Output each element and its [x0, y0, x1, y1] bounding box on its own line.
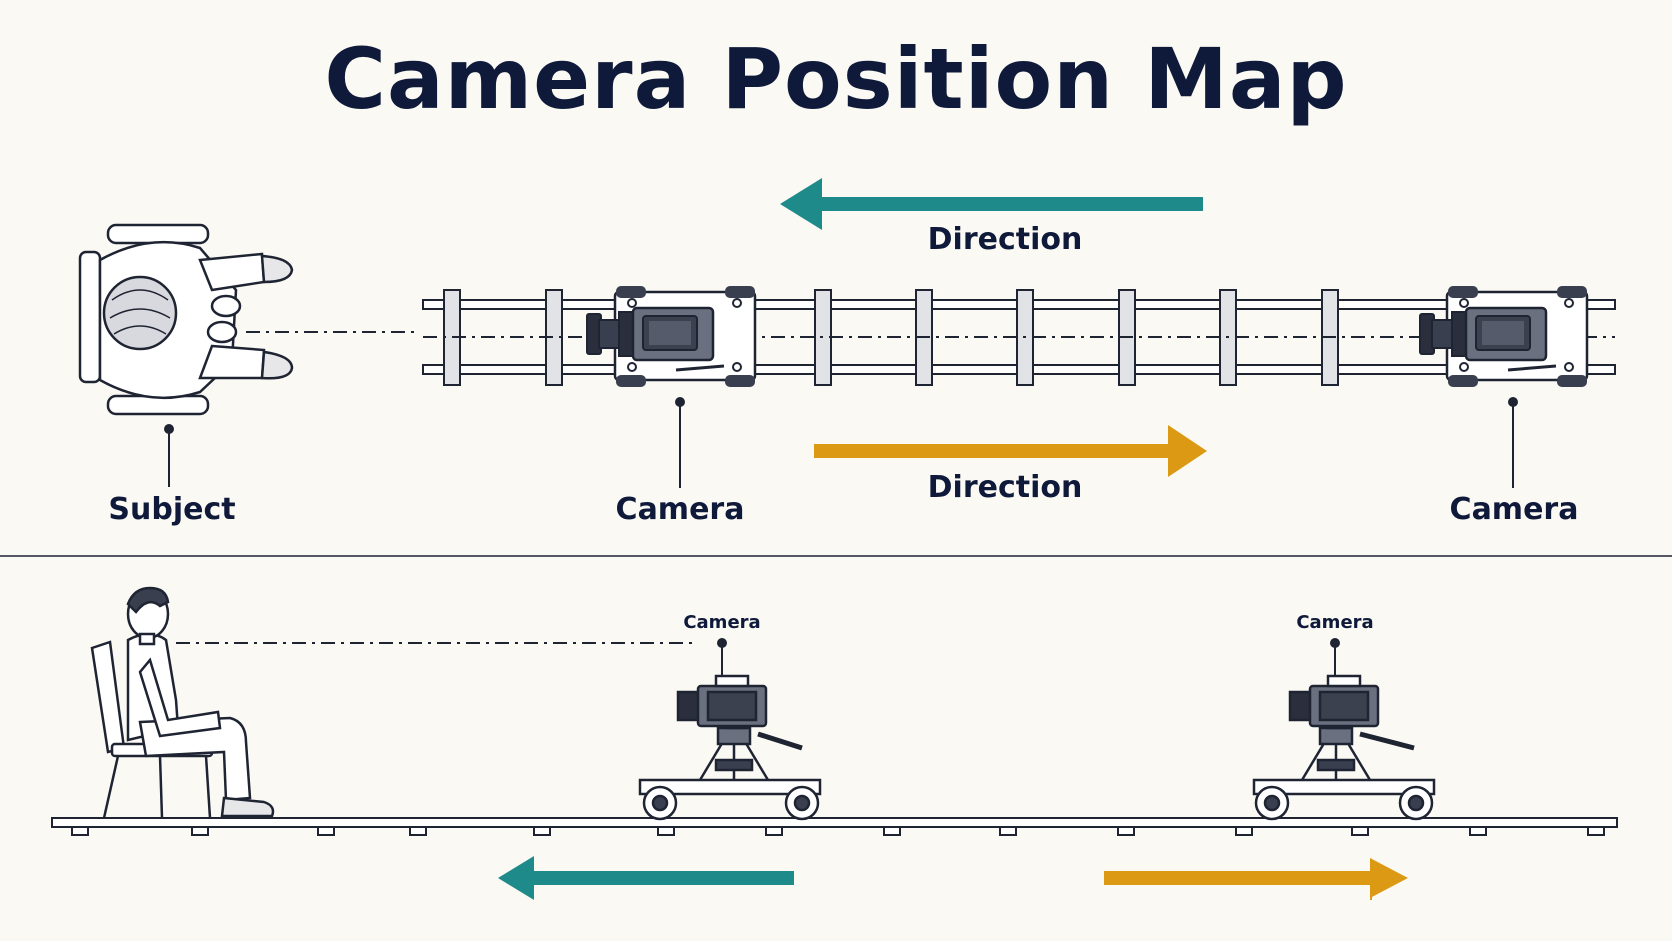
camera-label-side-right: Camera [1296, 612, 1374, 633]
camera-pointer-right [1508, 397, 1518, 488]
direction-arrow-left [780, 178, 1203, 230]
camera-dolly-side-left [638, 674, 822, 821]
camera-dolly-top-left [585, 286, 757, 387]
subject-pointer [164, 424, 174, 487]
page-title: Camera Position Map [324, 30, 1348, 128]
camera-pointer-left [675, 397, 685, 488]
subject-label: Subject [108, 492, 236, 527]
subject-top-view [78, 223, 294, 416]
track-side-view [51, 817, 1618, 836]
subject-side-view [90, 586, 275, 819]
side-direction-arrow-left [498, 856, 794, 900]
direction-label-bottom: Direction [927, 470, 1083, 505]
side-direction-arrow-right [1104, 856, 1408, 900]
camera-label-side-left: Camera [683, 612, 761, 633]
camera-pointer-side-left [717, 638, 727, 676]
camera-dolly-side-right [1252, 674, 1436, 821]
camera-label-top-right: Camera [1449, 492, 1579, 527]
direction-arrow-right [814, 425, 1207, 477]
camera-pointer-side-right [1330, 638, 1340, 676]
direction-label-top: Direction [927, 222, 1083, 257]
camera-label-top-left: Camera [615, 492, 745, 527]
camera-dolly-top-right [1418, 286, 1589, 387]
